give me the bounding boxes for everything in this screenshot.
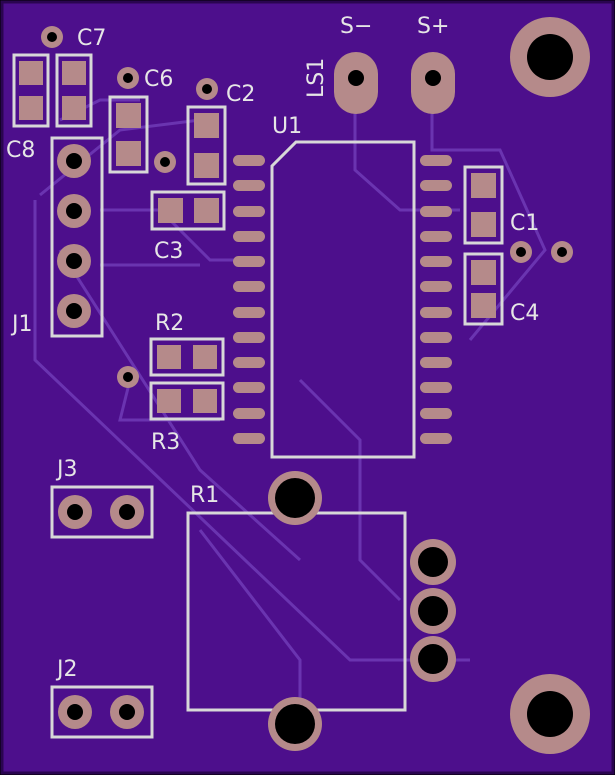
vias — [41, 26, 573, 388]
label-r1: R1 — [190, 483, 219, 508]
capacitor-c1: C1 — [463, 165, 539, 245]
mounting-hole-bottom-right — [510, 674, 590, 754]
potentiometer-r1: R1 — [186, 471, 456, 751]
resistor-r3: R3 — [149, 381, 225, 455]
u1-right-pins — [420, 155, 452, 444]
label-c4: C4 — [510, 301, 539, 326]
connector-j3: J3 — [50, 457, 154, 539]
resistor-r2: R2 — [149, 311, 225, 377]
connector-j1: J1 — [10, 136, 104, 338]
speaker-ls1: LS1 S− S+ — [304, 14, 455, 114]
capacitor-c2: C2 — [186, 82, 255, 186]
capacitor-c8: C8 — [6, 53, 50, 163]
label-j3: J3 — [55, 457, 78, 482]
label-j1: J1 — [10, 312, 33, 337]
capacitor-c7: C7 — [55, 26, 106, 128]
label-u1: U1 — [272, 114, 302, 139]
capacitor-c6: C6 — [108, 67, 173, 174]
label-c2: C2 — [226, 82, 255, 107]
label-ls1: LS1 — [304, 58, 329, 98]
label-r2: R2 — [155, 311, 184, 336]
label-c1: C1 — [510, 211, 539, 236]
mounting-hole-top-right — [510, 17, 590, 97]
label-c6: C6 — [144, 67, 173, 92]
label-c7: C7 — [77, 26, 106, 51]
label-s-minus: S− — [340, 14, 372, 39]
capacitor-c3: C3 — [150, 190, 226, 264]
connector-j2: J2 — [50, 657, 154, 739]
label-c3: C3 — [154, 239, 183, 264]
label-r3: R3 — [151, 430, 180, 455]
label-c8: C8 — [6, 138, 35, 163]
ic-u1: U1 — [233, 114, 452, 459]
label-j2: J2 — [55, 657, 78, 682]
label-s-plus: S+ — [417, 14, 449, 39]
u1-left-pins — [233, 155, 265, 444]
capacitor-c4: C4 — [463, 252, 539, 326]
